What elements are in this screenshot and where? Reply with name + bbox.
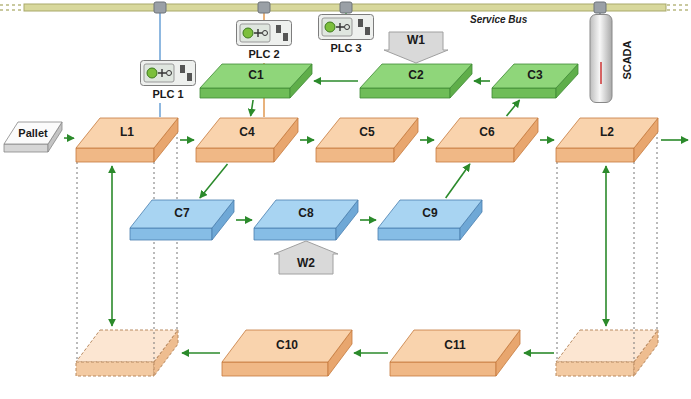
plc-icon [140, 60, 196, 86]
node-label: Pallet [18, 127, 47, 139]
conveyor-module: C7 [130, 200, 234, 240]
flow-arrow [360, 219, 376, 221]
bus-drops [154, 2, 606, 60]
node-label: C3 [527, 69, 542, 82]
node-label: PLC 3 [330, 42, 361, 54]
node-label: C5 [359, 126, 374, 139]
node-label: C11 [444, 339, 465, 352]
conveyor-shape [436, 118, 538, 162]
conveyor-shape [316, 118, 418, 162]
flow-arrow [540, 139, 554, 141]
flow-arrow [112, 140, 688, 353]
flow-arrow [474, 80, 490, 82]
node-label: SCADA [621, 40, 633, 79]
flow-arrow [180, 139, 194, 141]
flow-arrow [446, 164, 470, 198]
node-label: C6 [479, 126, 494, 139]
node-label: PLC 2 [248, 48, 279, 60]
flow-arrow [420, 139, 434, 141]
node-label: W2 [297, 257, 315, 270]
node-label: PLC 1 [152, 88, 183, 100]
plc-icon [236, 20, 292, 46]
lift-shaft [77, 132, 657, 362]
pallet: Pallet [4, 122, 62, 152]
node-label: W1 [407, 34, 425, 47]
workstation-arrow: W1 [384, 32, 448, 63]
conveyor-shape [390, 330, 520, 376]
bus-label: Service Bus [470, 14, 527, 25]
plc-device: PLC 1 [140, 60, 196, 102]
scada-station: SCADA [588, 14, 640, 106]
plc-device: PLC 2 [236, 20, 292, 62]
lower-platform [76, 330, 658, 376]
conveyor-shape [556, 118, 658, 162]
flow-arrow [251, 100, 253, 116]
conveyor-shape [222, 330, 352, 376]
flow-arrow [314, 80, 358, 82]
scada-tower [588, 14, 614, 106]
node-label: L1 [120, 126, 134, 139]
flow-arrow [236, 219, 252, 221]
conveyor-module: C1 [200, 64, 312, 98]
flow-arrow [354, 352, 388, 354]
workstation-arrow: W2 [274, 241, 338, 274]
flow-arrow [300, 139, 314, 141]
plc-device: PLC 3 [318, 14, 374, 56]
conveyor-module: C11 [390, 330, 520, 376]
conveyor-shape [76, 118, 178, 162]
node-label: C7 [174, 207, 189, 220]
node-label: C4 [239, 126, 254, 139]
control-wire [159, 103, 161, 117]
conveyor-module: C9 [378, 200, 482, 240]
lift-module: L1 [76, 118, 178, 162]
node-label: C9 [422, 207, 437, 220]
conveyor-module: C6 [436, 118, 538, 162]
plc-icon [318, 14, 374, 40]
node-label: C8 [298, 207, 313, 220]
node-label: C1 [248, 69, 263, 82]
node-label: C2 [408, 69, 423, 82]
conveyor-module: C3 [492, 64, 578, 98]
conveyor-module: C5 [316, 118, 418, 162]
node-label: L2 [600, 126, 614, 139]
node-label: C10 [276, 339, 298, 352]
conveyor-module: C2 [360, 64, 472, 98]
conveyor-module: C4 [196, 118, 298, 162]
conveyor-module: C8 [254, 200, 358, 240]
flow-arrow [200, 164, 228, 198]
lift-module: L2 [556, 118, 658, 162]
conveyor-shape [196, 118, 298, 162]
flow-arrow [507, 100, 520, 116]
conveyor-module: C10 [222, 330, 352, 376]
flow-arrow [64, 137, 74, 139]
